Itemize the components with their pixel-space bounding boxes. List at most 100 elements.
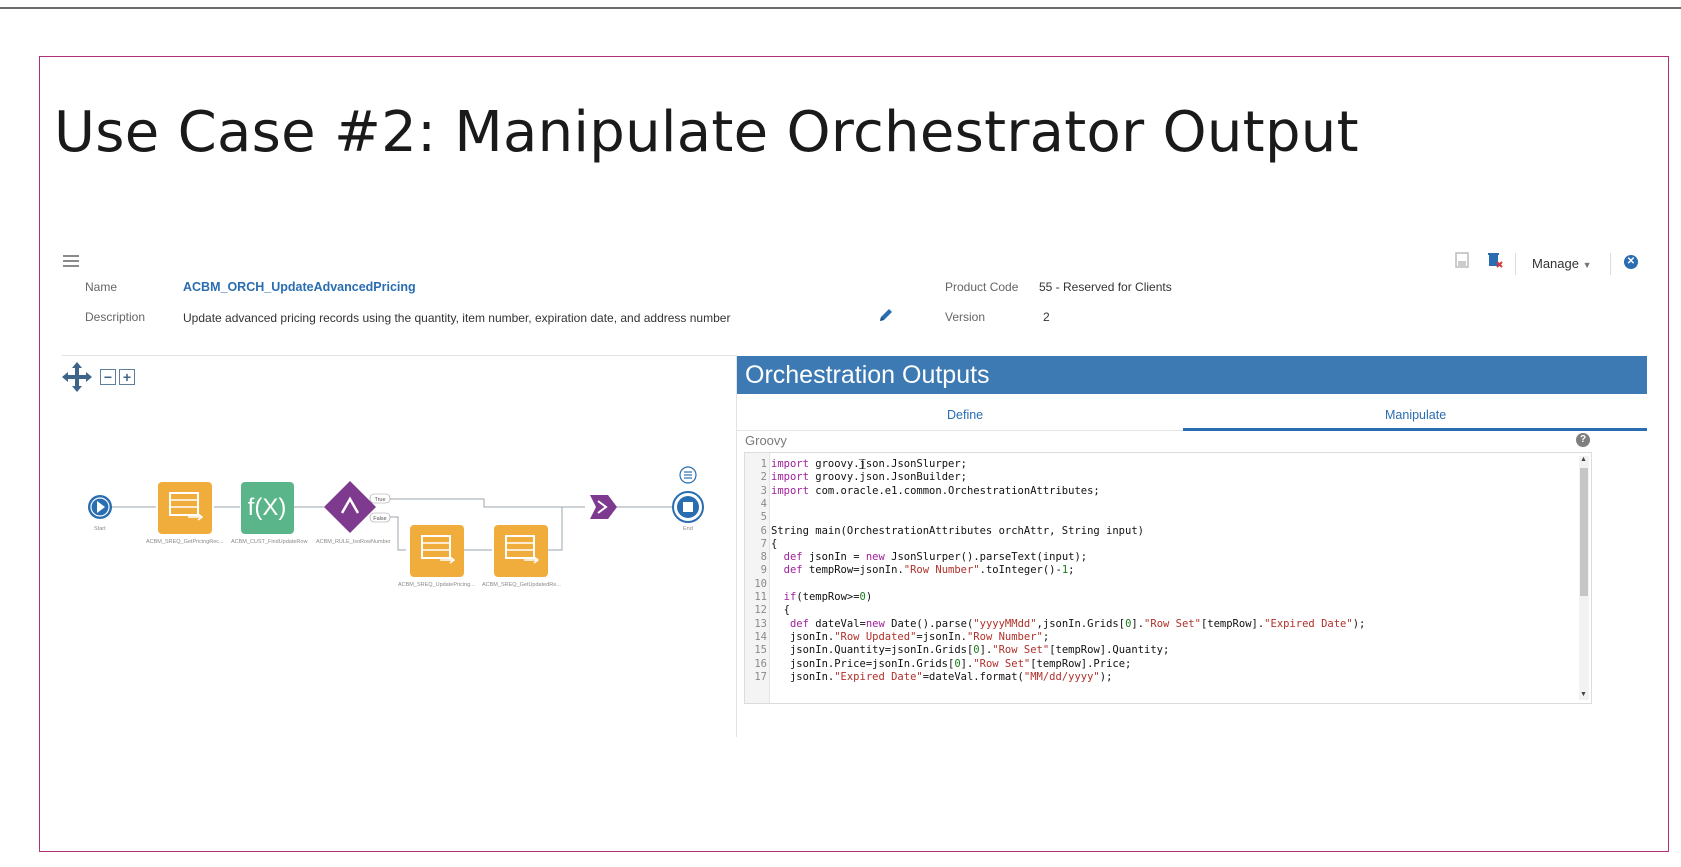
line-number: 14 bbox=[754, 630, 767, 643]
toolbar-separator bbox=[1515, 253, 1516, 275]
line-number: 12 bbox=[754, 604, 767, 617]
custom-function-node[interactable]: f(X) bbox=[241, 482, 294, 534]
close-icon[interactable]: ✕ bbox=[1624, 255, 1638, 269]
edit-pencil-icon[interactable] bbox=[877, 306, 895, 329]
pan-move-icon[interactable] bbox=[61, 361, 93, 398]
end-node[interactable] bbox=[672, 466, 704, 523]
tab-manipulate[interactable]: Manipulate bbox=[1385, 408, 1447, 422]
save-icon[interactable] bbox=[1455, 252, 1469, 272]
slide-title: Use Case #2: Manipulate Orchestrator Out… bbox=[54, 100, 1359, 165]
code-line[interactable]: 15 jsonIn.Quantity=jsonIn.Grids[0]."Row … bbox=[745, 643, 1169, 657]
node-label: ACBM_SREQ_GetPricingRec... bbox=[146, 539, 224, 545]
node-label: ACBM_SREQ_UpdatePricing... bbox=[398, 582, 475, 588]
service-request-node-3[interactable] bbox=[494, 525, 548, 577]
active-tab-indicator bbox=[1183, 428, 1647, 431]
scroll-down-icon[interactable]: ▼ bbox=[1580, 691, 1587, 698]
code-line[interactable]: 5 bbox=[745, 510, 771, 524]
code-text: jsonIn."Expired Date"=dateVal.format("MM… bbox=[771, 670, 1113, 683]
end-label: End bbox=[683, 526, 693, 532]
code-line[interactable]: 1 import groovy.json.JsonSlurper; bbox=[745, 457, 967, 471]
code-line[interactable]: 2 import groovy.json.JsonBuilder; bbox=[745, 470, 967, 484]
panel-divider bbox=[736, 355, 737, 737]
line-number: 17 bbox=[754, 670, 767, 683]
code-text: jsonIn.Price=jsonIn.Grids[0]."Row Set"[t… bbox=[771, 657, 1132, 670]
line-number: 3 bbox=[760, 484, 767, 497]
tab-define[interactable]: Define bbox=[947, 408, 984, 422]
node-label: ACBM_SREQ_GetUpdatedRe... bbox=[482, 582, 561, 588]
code-line[interactable]: 17 jsonIn."Expired Date"=dateVal.format(… bbox=[745, 670, 1112, 684]
join-gateway-icon[interactable] bbox=[590, 495, 617, 519]
name-label: Name bbox=[85, 280, 118, 294]
orchestration-name: ACBM_ORCH_UpdateAdvancedPricing bbox=[183, 280, 416, 294]
code-text: { bbox=[771, 604, 790, 617]
orchestration-outputs-header: Orchestration Outputs bbox=[737, 356, 1647, 394]
rule-node[interactable]: True False bbox=[324, 481, 391, 533]
zoom-in-button[interactable]: + bbox=[119, 369, 135, 385]
code-line[interactable]: 12 { bbox=[745, 603, 790, 617]
scroll-up-icon[interactable]: ▲ bbox=[1580, 456, 1587, 463]
line-number: 5 bbox=[760, 511, 767, 524]
menu-icon[interactable] bbox=[63, 255, 79, 267]
line-number: 4 bbox=[760, 497, 767, 510]
mouse-cursor-icon: ⌶ bbox=[858, 456, 867, 472]
node-label: ACBM_CUST_FindUpdateRow bbox=[231, 539, 307, 545]
description-label: Description bbox=[85, 310, 146, 324]
false-branch-label: False bbox=[373, 516, 386, 522]
flow-connectors bbox=[108, 498, 672, 551]
code-text: jsonIn."Row Updated"=jsonIn."Row Number"… bbox=[771, 630, 1050, 643]
code-text: { bbox=[771, 537, 778, 550]
code-text: def dateVal=new Date().parse("yyyyMMdd",… bbox=[789, 617, 1366, 630]
scrollbar-thumb[interactable] bbox=[1580, 468, 1588, 596]
code-text: import groovy.json.JsonBuilder; bbox=[771, 471, 967, 484]
manage-dropdown[interactable]: Manage ▼ bbox=[1532, 256, 1592, 271]
line-number: 10 bbox=[754, 577, 767, 590]
version-label: Version bbox=[945, 310, 986, 324]
version-value: 2 bbox=[1043, 310, 1050, 324]
line-number: 16 bbox=[754, 657, 767, 670]
code-line[interactable]: 4 bbox=[745, 497, 771, 511]
code-line[interactable]: 10 bbox=[745, 577, 771, 591]
code-text: jsonIn.Quantity=jsonIn.Grids[0]."Row Set… bbox=[771, 644, 1170, 657]
code-line[interactable]: 9 def tempRow=jsonIn."Row Number".toInte… bbox=[745, 563, 1075, 577]
code-line[interactable]: 13 def dateVal=new Date().parse("yyyyMMd… bbox=[745, 617, 1365, 631]
zoom-out-button[interactable]: − bbox=[100, 369, 116, 385]
chevron-down-icon: ▼ bbox=[1582, 260, 1592, 270]
delete-icon[interactable] bbox=[1487, 252, 1503, 272]
start-label: Start bbox=[94, 526, 106, 532]
help-icon[interactable]: ? bbox=[1576, 433, 1590, 447]
node-label: ACBM_RULE_IsoRowNumber bbox=[316, 539, 391, 545]
line-number: 6 bbox=[760, 524, 767, 537]
line-number: 7 bbox=[760, 537, 767, 550]
code-text: String main(OrchestrationAttributes orch… bbox=[771, 524, 1144, 537]
line-number: 2 bbox=[760, 471, 767, 484]
language-label: Groovy bbox=[745, 433, 787, 448]
code-line[interactable]: 8 def jsonIn = new JsonSlurper().parseTe… bbox=[745, 550, 1087, 564]
code-text: def tempRow=jsonIn."Row Number".toIntege… bbox=[783, 564, 1075, 577]
true-branch-label: True bbox=[374, 497, 385, 503]
code-text: def jsonIn = new JsonSlurper().parseText… bbox=[783, 551, 1088, 564]
code-line[interactable]: 14 jsonIn."Row Updated"=jsonIn."Row Numb… bbox=[745, 630, 1049, 644]
line-number: 8 bbox=[760, 551, 767, 564]
manage-label: Manage bbox=[1532, 256, 1579, 271]
canvas-top-divider bbox=[62, 355, 736, 356]
code-text: if(tempRow>=0) bbox=[783, 591, 873, 603]
line-number: 13 bbox=[754, 617, 767, 630]
code-text: import groovy.json.JsonSlurper; bbox=[771, 458, 967, 470]
orchestration-description: Update advanced pricing records using th… bbox=[183, 311, 731, 325]
start-node[interactable] bbox=[88, 495, 112, 519]
groovy-code-editor[interactable]: 1 import groovy.json.JsonSlurper; 2 import … bbox=[744, 452, 1592, 704]
code-line[interactable]: 16 jsonIn.Price=jsonIn.Grids[0]."Row Set… bbox=[745, 657, 1131, 671]
service-request-node-1[interactable] bbox=[158, 482, 212, 534]
svg-text:f(X): f(X) bbox=[248, 494, 287, 521]
line-number: 1 bbox=[760, 458, 767, 470]
slide-frame bbox=[39, 56, 1669, 852]
code-line[interactable]: 6 String main(OrchestrationAttributes orc… bbox=[745, 524, 1144, 538]
code-line[interactable]: 11 if(tempRow>=0) bbox=[745, 590, 872, 604]
line-number-gutter bbox=[745, 453, 770, 703]
code-line[interactable]: 7{ bbox=[745, 537, 778, 551]
service-request-node-2[interactable] bbox=[410, 525, 464, 577]
product-code-value: 55 - Reserved for Clients bbox=[1039, 280, 1172, 294]
toolbar-separator bbox=[1610, 253, 1611, 275]
orchestration-flow-diagram: Start ACBM_SREQ_GetPricingRec... f(X) AC… bbox=[88, 466, 704, 588]
